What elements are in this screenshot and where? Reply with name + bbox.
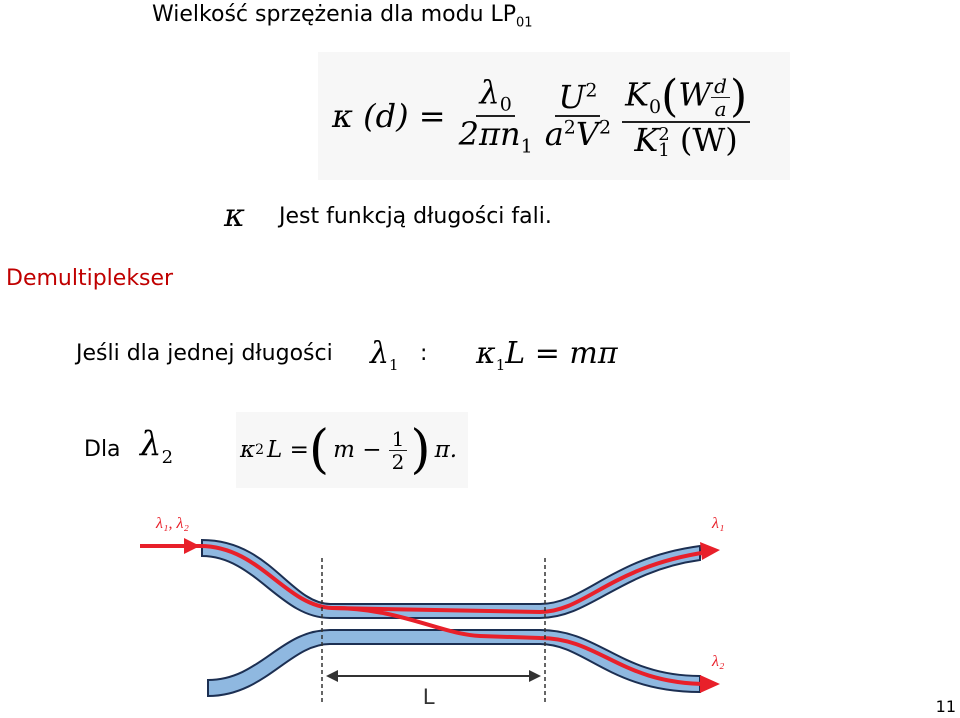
upper-waveguide <box>201 538 701 619</box>
eq2-frac-den: 2 <box>391 449 405 474</box>
f2-numerator: U <box>558 77 586 116</box>
lambda2-letter: λ <box>140 424 162 464</box>
eq2-m-minus: m − <box>333 437 382 463</box>
slide-title-subscript: 01 <box>516 15 533 31</box>
formula-lhs: κ (d) = <box>332 97 446 135</box>
input-arrowhead <box>184 538 200 554</box>
f3-num-k-sub: 0 <box>648 96 662 119</box>
light-path-lambda1 <box>199 544 709 615</box>
condition1-text: Jeśli dla jednej długości <box>76 341 333 366</box>
f2-den-a-sup: 2 <box>563 116 576 139</box>
eq2-tail: π. <box>434 437 458 463</box>
f2-den-a: a <box>544 115 564 153</box>
eq1-kappa: κ <box>476 336 496 371</box>
f1-numerator-sub: 0 <box>499 93 512 116</box>
eq2-kappa-sub: 2 <box>255 442 265 458</box>
page-number: 11 <box>935 697 956 716</box>
f2-numerator-sup: 2 <box>585 79 598 102</box>
input-label: λ₁, λ₂ <box>155 515 189 532</box>
formula-fraction-2: U2 a2V2 <box>542 77 614 153</box>
f3-den-k-sub: 1 <box>658 139 670 161</box>
lambda1-subscript: 1 <box>389 356 399 374</box>
slide-title-text: Wielkość sprzężenia dla modu LP <box>152 2 517 27</box>
f3-num-w: W <box>678 75 712 114</box>
lambda2-symbol: λ2 <box>140 424 173 468</box>
f3-num-k: K <box>625 75 649 114</box>
output-bottom-label: λ₂ <box>711 653 725 670</box>
lambda2-subscript: 2 <box>161 446 174 468</box>
condition2-text: Dla <box>84 437 121 462</box>
f3-small-num: d <box>711 75 730 98</box>
f2-den-v: V <box>575 115 599 153</box>
eq2-lhs-rest: L = <box>267 437 309 463</box>
f1-numerator: λ <box>479 72 500 111</box>
lambda1-symbol: λ1 <box>370 336 399 374</box>
lower-waveguide <box>207 629 701 698</box>
f2-den-v-sup: 2 <box>598 116 612 139</box>
f1-denominator-sub: 1 <box>520 135 533 158</box>
output-bottom-arrowhead <box>700 675 720 693</box>
kappa-note-text: Jest funkcją długości fali. <box>279 204 552 229</box>
f3-den-k: K <box>634 121 659 160</box>
f3-small-den: a <box>714 96 727 121</box>
length-arrowhead-right <box>529 670 541 682</box>
demultiplexer-label: Demultiplekser <box>6 266 174 291</box>
eq2-frac-num: 1 <box>388 428 408 451</box>
length-label: L <box>423 684 435 708</box>
length-arrowhead-left <box>326 670 338 682</box>
formula-fraction-1: λ0 2πn1 <box>456 72 536 158</box>
coupler-diagram: L λ₁, λ₂ λ₁ λ₂ <box>140 515 725 708</box>
output-top-label: λ₁ <box>711 515 725 532</box>
condition1-equation: κ1L = mπ <box>476 336 618 374</box>
f3-den-k-sup: 2 <box>658 123 670 145</box>
eq2-kappa: κ <box>240 437 256 463</box>
eq1-rest: L = mπ <box>505 336 618 371</box>
eq1-kappa-sub: 1 <box>495 356 506 374</box>
lambda1-letter: λ <box>370 336 390 371</box>
condition1-colon: : <box>420 341 428 366</box>
slide-title: Wielkość sprzężenia dla modu LP01 <box>152 2 533 30</box>
f1-denominator: 2πn <box>458 115 521 153</box>
light-path-lambda2 <box>331 606 709 686</box>
kappa-symbol: κ <box>224 196 245 234</box>
output-top-arrowhead <box>700 542 720 560</box>
f3-den-arg: (W) <box>679 121 738 160</box>
